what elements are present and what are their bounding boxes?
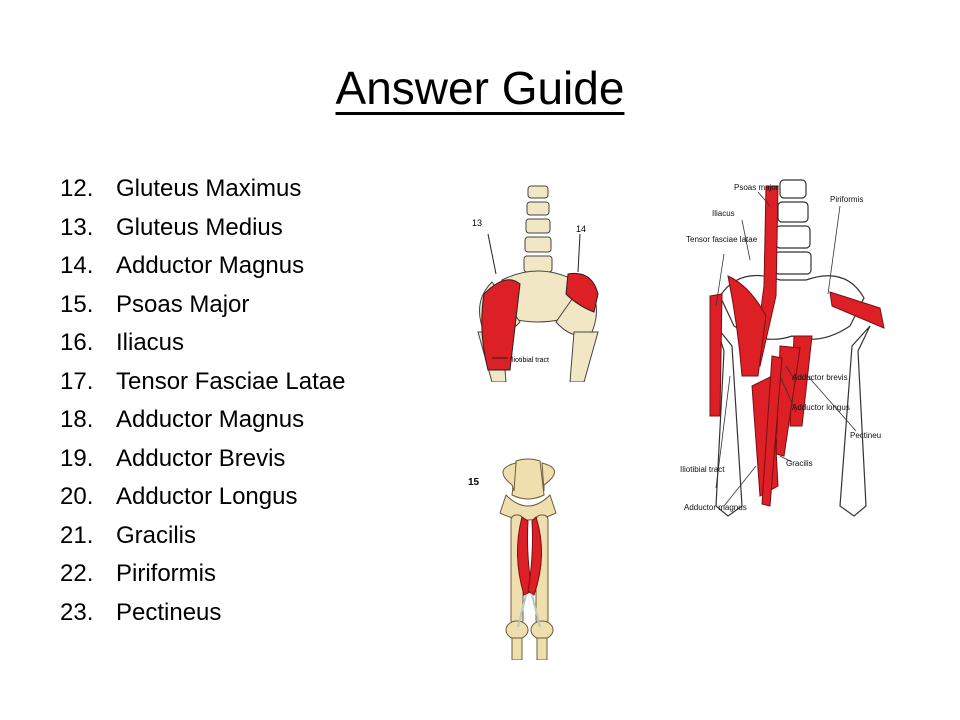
- item-number: 17.: [60, 367, 94, 395]
- label-14: 14: [576, 224, 586, 234]
- item-number: 23.: [60, 598, 94, 626]
- item-number: 16.: [60, 329, 94, 356]
- label-piriformis: Piriformis: [830, 195, 863, 204]
- label-adductor-longus: Adductor longus: [792, 403, 850, 412]
- slide-title: Answer Guide: [335, 62, 625, 114]
- item-name: Adductor Brevis: [116, 444, 286, 472]
- item-number: 21.: [60, 521, 94, 549]
- item-number: 13.: [60, 213, 94, 241]
- list-item: 20. Adductor Longus: [60, 478, 345, 517]
- label-adductor-brevis: Adductor brevis: [792, 373, 848, 382]
- label-tensor: Tensor fasciae latae: [686, 235, 758, 244]
- item-name: Adductor Magnus: [116, 252, 305, 279]
- item-number: 14.: [60, 252, 94, 279]
- label-adductor-magnus: Adductor magnus: [684, 503, 747, 512]
- item-name: Iliacus: [116, 329, 185, 356]
- list-item: 18. Adductor Magnus: [60, 401, 345, 440]
- item-number: 20.: [60, 483, 94, 510]
- item-name: Gluteus Maximus: [116, 175, 302, 202]
- item-number: 22.: [60, 560, 94, 587]
- list-item: 19. Adductor Brevis: [60, 440, 345, 479]
- label-psoas: Psoas major: [734, 183, 779, 192]
- list-item: 23. Pectineus: [60, 594, 345, 633]
- list-item: 17. Tensor Fasciae Latae: [60, 363, 345, 402]
- list-item: 12. Gluteus Maximus: [60, 170, 345, 209]
- item-name: Adductor Longus: [116, 483, 298, 510]
- answer-list: 12. Gluteus Maximus 13. Gluteus Medius 14.…: [60, 170, 345, 632]
- list-item: 13. Gluteus Medius: [60, 209, 345, 248]
- label-iliotibial-tract: Iliotibial tract: [680, 465, 725, 474]
- label-15: 15: [468, 477, 480, 488]
- label-pectineus: Pectineu: [850, 431, 881, 440]
- item-name: Pectineus: [116, 598, 222, 626]
- list-item: 14. Adductor Magnus: [60, 247, 345, 286]
- item-name: Piriformis: [116, 560, 216, 587]
- anterior-hip-figure: Psoas major Iliacus Tensor fasciae latae…: [680, 179, 885, 517]
- item-name: Psoas Major: [116, 290, 250, 318]
- thigh-muscles-figure: 15: [468, 458, 557, 660]
- hip-muscles-figure: 13 14 Iliotibial tract: [472, 185, 599, 382]
- label-13: 13: [472, 218, 482, 228]
- item-number: 18.: [60, 406, 94, 433]
- label-gracilis: Gracilis: [786, 459, 813, 468]
- item-name: Gluteus Medius: [116, 213, 283, 241]
- item-number: 15.: [60, 290, 94, 318]
- list-item: 22. Piriformis: [60, 555, 345, 594]
- list-item: 16. Iliacus: [60, 324, 345, 363]
- list-item: 21. Gracilis: [60, 517, 345, 556]
- item-name: Gracilis: [116, 521, 197, 549]
- label-iliotibial: Iliotibial tract: [510, 357, 549, 364]
- item-number: 12.: [60, 175, 94, 202]
- item-name: Adductor Magnus: [116, 406, 305, 433]
- item-name: Tensor Fasciae Latae: [116, 367, 346, 395]
- item-number: 19.: [60, 444, 94, 472]
- list-item: 15. Psoas Major: [60, 286, 345, 325]
- label-iliacus: Iliacus: [712, 209, 735, 218]
